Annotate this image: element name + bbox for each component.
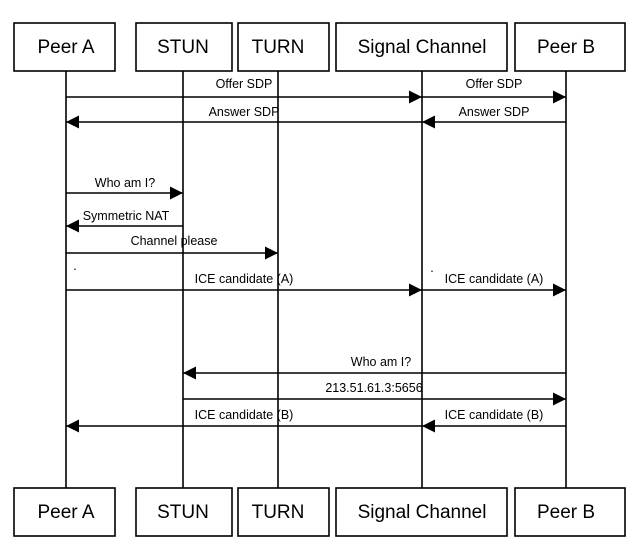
participant-box-frame: [335, 22, 508, 72]
participant-box-frame: [237, 487, 330, 537]
message-m12[interactable]: ICE candidate (B): [66, 408, 422, 433]
dot-marker-d1: .: [73, 259, 76, 273]
message-m9[interactable]: ICE candidate (A): [422, 272, 566, 297]
message-label: Offer SDP: [216, 77, 273, 91]
participant-label: TURN: [252, 502, 305, 523]
message-label: Symmetric NAT: [83, 209, 170, 223]
participant-box-frame: [237, 22, 330, 72]
message-arrowhead: [553, 392, 566, 406]
message-m7[interactable]: Channel please: [66, 234, 278, 260]
participant-box-frame: [13, 22, 116, 72]
message-arrowhead: [66, 419, 79, 433]
message-arrowhead: [265, 246, 278, 260]
message-label: Who am I?: [95, 176, 155, 190]
lifelines-group: [65, 71, 567, 488]
message-m1[interactable]: Offer SDP: [66, 77, 422, 104]
participant-box-stun-top[interactable]: STUN: [135, 22, 233, 72]
message-m11[interactable]: 213.51.61.3:5656: [183, 381, 566, 406]
participant-label: Peer B: [537, 502, 595, 523]
message-arrowhead: [66, 115, 79, 129]
message-m6[interactable]: Symmetric NAT: [66, 209, 183, 233]
participant-box-peerA-top[interactable]: Peer A: [13, 22, 116, 72]
message-arrowhead: [170, 186, 183, 200]
participant-box-peerA-bottom[interactable]: Peer A: [13, 487, 116, 537]
participant-box-turn-top[interactable]: TURN: [237, 22, 330, 72]
message-label: ICE candidate (B): [445, 408, 544, 422]
message-arrowhead: [409, 90, 422, 104]
message-m5[interactable]: Who am I?: [66, 176, 183, 200]
message-m2[interactable]: Offer SDP: [422, 77, 566, 104]
message-m13[interactable]: ICE candidate (B): [422, 408, 566, 433]
participant-box-peerB-bottom[interactable]: Peer B: [514, 487, 626, 537]
participant-box-frame: [13, 487, 116, 537]
participant-label: STUN: [157, 502, 209, 523]
message-arrowhead: [553, 283, 566, 297]
message-label: Offer SDP: [466, 77, 523, 91]
message-label: ICE candidate (A): [445, 272, 544, 286]
participant-box-peerB-top[interactable]: Peer B: [514, 22, 626, 72]
participant-label: STUN: [157, 37, 209, 58]
message-label: ICE candidate (A): [195, 272, 294, 286]
message-label: ICE candidate (B): [195, 408, 294, 422]
footer-boxes-group: Peer A STUN TURN Signal Channel Peer B: [13, 487, 626, 537]
message-label: Answer SDP: [459, 105, 530, 119]
participant-box-signal-top[interactable]: Signal Channel: [335, 22, 508, 72]
participant-label: TURN: [252, 37, 305, 58]
header-boxes-group: Peer A STUN TURN Signal Channel Peer B: [13, 22, 626, 72]
participant-label: Signal Channel: [358, 502, 487, 523]
message-arrowhead: [409, 283, 422, 297]
participant-label: Signal Channel: [358, 37, 487, 58]
participant-label: Peer A: [37, 502, 94, 523]
message-arrowhead: [422, 419, 435, 433]
participant-label: Peer A: [37, 37, 94, 58]
participant-box-signal-bottom[interactable]: Signal Channel: [335, 487, 508, 537]
participant-box-frame: [135, 487, 233, 537]
participant-box-stun-bottom[interactable]: STUN: [135, 487, 233, 537]
participant-box-frame: [514, 22, 626, 72]
message-label: Answer SDP: [209, 105, 280, 119]
participant-box-frame: [335, 487, 508, 537]
participant-box-frame: [135, 22, 233, 72]
message-m10[interactable]: Who am I?: [183, 355, 566, 380]
message-m8[interactable]: ICE candidate (A): [66, 272, 422, 297]
dot-markers-group: ..: [73, 259, 433, 275]
message-m3[interactable]: Answer SDP: [66, 105, 422, 129]
participant-label: Peer B: [537, 37, 595, 58]
message-label: 213.51.61.3:5656: [325, 381, 422, 395]
message-arrowhead: [553, 90, 566, 104]
participant-box-turn-bottom[interactable]: TURN: [237, 487, 330, 537]
dot-marker-d2: .: [430, 261, 433, 275]
message-arrowhead: [183, 366, 196, 380]
message-label: Who am I?: [351, 355, 411, 369]
message-arrowhead: [66, 219, 79, 233]
message-arrowhead: [422, 115, 435, 129]
message-label: Channel please: [131, 234, 218, 248]
message-m4[interactable]: Answer SDP: [422, 105, 566, 129]
messages-group: Offer SDP Offer SDP Answer SDP Answer SDP Wh…: [66, 77, 566, 433]
participant-box-frame: [514, 487, 626, 537]
